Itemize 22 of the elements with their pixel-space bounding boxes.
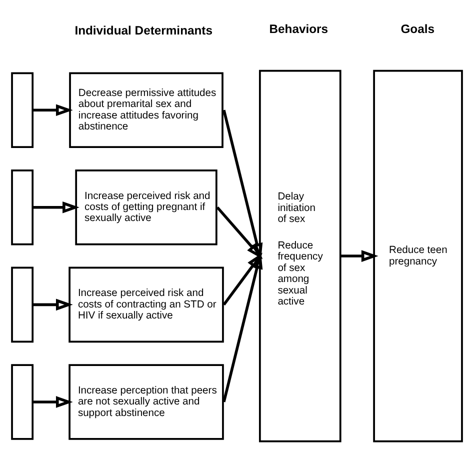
node-box: [11, 72, 34, 148]
arrow: [222, 110, 263, 260]
arrow: [32, 298, 73, 311]
node-box: Delay initiation of sex Reduce frequency of sex among sexual active: [258, 70, 342, 442]
node-box: Increase perceived risk and costs of contracting an STD or HIV if sexually active: [68, 266, 224, 343]
node-box: [11, 364, 34, 440]
arrow: [216, 206, 263, 260]
node-box: Increase perceived risk and costs of getting pregnant if sexually active: [75, 170, 218, 246]
label: Goals: [400, 22, 434, 36]
node-box: [11, 266, 34, 343]
node-box: [11, 170, 34, 246]
node-box: Decrease permissive attitudes about premarital sex and increase attitudes favoring abstinence: [69, 72, 224, 148]
arrow: [32, 396, 73, 408]
arrow: [32, 104, 73, 116]
arrow: [222, 252, 262, 306]
arrow: [32, 201, 80, 214]
arrow: [222, 252, 263, 402]
label: Individual Determinants: [74, 24, 212, 38]
node-box: Reduce teen pregnancy: [373, 70, 463, 442]
node-box: Increase perception that peers are not sexually active and support abstinence: [68, 364, 224, 440]
arrow: [340, 250, 378, 262]
label: Behaviors: [269, 22, 328, 36]
